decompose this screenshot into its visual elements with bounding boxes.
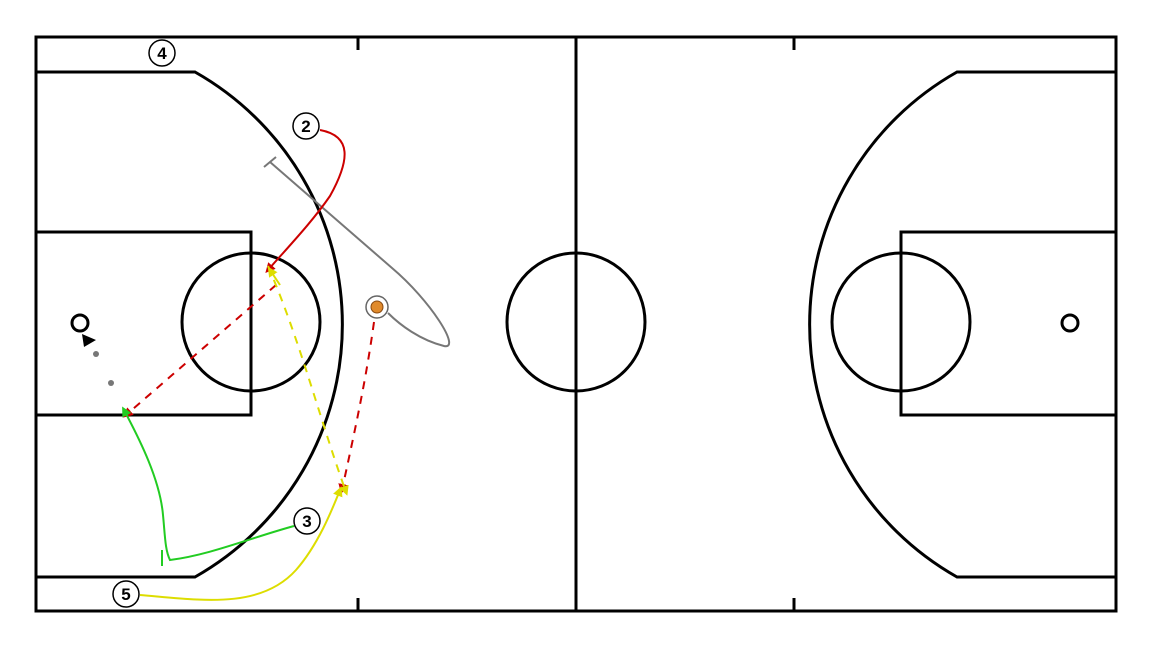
ball-marker — [365, 295, 389, 319]
court-lines — [34, 35, 1118, 613]
player-3-marker: 3 — [293, 507, 321, 535]
player-5-cut-path — [139, 486, 343, 601]
right-basket — [1060, 313, 1080, 333]
player-4-marker: 4 — [148, 39, 176, 67]
player-2-marker: 2 — [292, 112, 320, 140]
player-3-cut-path — [122, 406, 295, 562]
dribble-dots — [93, 351, 114, 386]
pass-path-red — [122, 284, 277, 418]
player-3-label: 3 — [302, 512, 311, 531]
basket-direction-arrow — [82, 334, 96, 347]
left-key — [34, 230, 253, 417]
screen-marker — [263, 156, 451, 348]
pass-path-yellow — [267, 266, 281, 286]
right-three-point-line — [808, 70, 1116, 579]
player-5-marker: 5 — [112, 580, 140, 608]
left-three-point-line — [36, 70, 344, 579]
player-4-label: 4 — [157, 44, 167, 63]
pass-path-yellow — [267, 265, 349, 496]
center-circle — [505, 251, 647, 393]
pass-path-red — [338, 321, 375, 494]
left-free-throw-circle — [180, 251, 322, 393]
right-free-throw-circle — [830, 251, 972, 393]
right-key — [899, 230, 1118, 417]
player-2-cut-path — [265, 129, 346, 274]
left-basket — [70, 313, 90, 333]
player-2-label: 2 — [301, 117, 310, 136]
player-5-label: 5 — [121, 585, 130, 604]
